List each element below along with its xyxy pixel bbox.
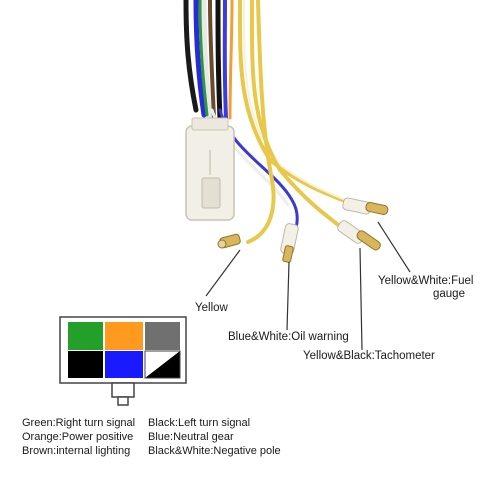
- legend-left-2: Brown:internal lighting: [22, 445, 131, 457]
- legend-right-1: Blue:Neutral gear: [148, 431, 234, 443]
- label-yellow-black: Yellow&Black:Tachometer: [303, 350, 435, 362]
- black-wire: [183, 0, 199, 113]
- pin-cell-green: [68, 322, 103, 350]
- legend-left-1: Orange:Power positive: [22, 431, 134, 443]
- label-yellow: Yellow: [195, 302, 228, 314]
- label-yellow-white-line2: gauge: [433, 288, 465, 300]
- connector-pin-grid: [59, 316, 187, 406]
- connector-latch: [111, 382, 135, 398]
- green-wire: [198, 0, 209, 117]
- yellow-black-wire: [249, 0, 347, 232]
- black-wire-2: [215, 0, 223, 121]
- legend-left-0: Green:Right turn signal: [22, 417, 136, 429]
- legend-right-2: Black&White:Negative pole: [148, 445, 281, 457]
- yellow-wire: [246, 0, 276, 244]
- pin-cell-blue: [105, 351, 143, 378]
- label-blue-white: Blue&White:Oil warning: [228, 331, 349, 343]
- leader-blue-white: [286, 261, 290, 331]
- terminal-yellow: [217, 233, 241, 249]
- orange-wire: [228, 0, 234, 120]
- terminal-yellow-white: [342, 197, 389, 215]
- yellow-white-wire: [237, 0, 357, 207]
- leader-yellow-white: [377, 221, 411, 273]
- legend-right-0: Black:Left turn signal: [148, 417, 251, 429]
- terminal-yellow-black: [337, 220, 381, 251]
- white-wire: [201, 0, 213, 121]
- pin-cell-orange: [105, 322, 143, 350]
- blue-wire-2: [222, 0, 228, 120]
- pin-cell-black: [68, 351, 103, 378]
- leader-lines: [205, 221, 411, 351]
- label-yellow-white-line1: Yellow&White:Fuel: [378, 275, 474, 287]
- leader-yellow-black: [359, 247, 363, 351]
- connector-housing: [185, 117, 235, 221]
- leader-yellow: [205, 249, 241, 297]
- terminal-blue-white: [280, 223, 299, 263]
- blue-wire: [193, 0, 207, 118]
- pin-cell-black-white: [145, 351, 180, 378]
- pin-cell-gray: [145, 322, 180, 350]
- brown-wire: [208, 0, 216, 120]
